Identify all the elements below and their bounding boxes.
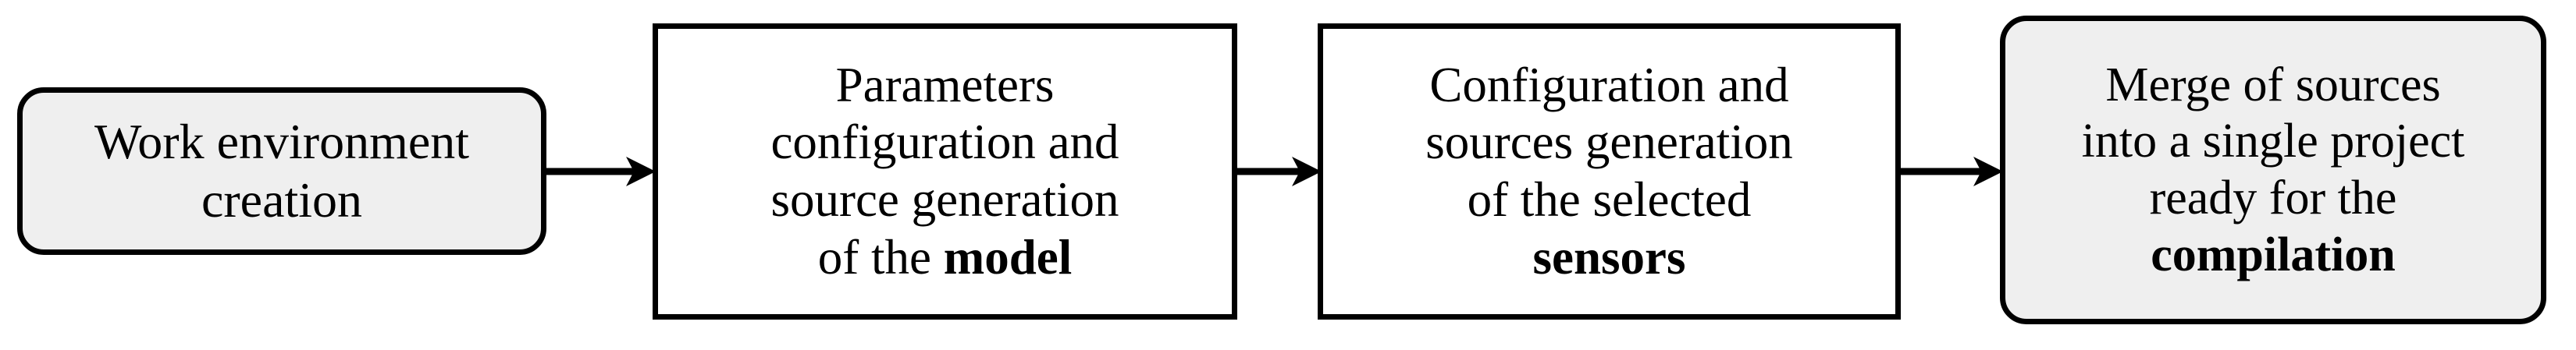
flow-node-line: source generation [770, 172, 1119, 227]
flow-node-line: Merge of sources [2105, 58, 2441, 111]
connector-arrow-model-to-sensors [1236, 148, 1322, 195]
flow-node-line: of the selected [1467, 172, 1752, 227]
flow-node-emphasis: sensors [1532, 229, 1686, 285]
arrow-right-icon [545, 157, 656, 186]
flow-node-line: Parameters [835, 57, 1055, 112]
arrow-right-icon [1899, 157, 2003, 186]
flow-node-line: of the [817, 229, 944, 285]
flow-node-line: into a single project [2081, 115, 2465, 168]
flow-node-line: Work environment [94, 113, 470, 169]
flow-node-emphasis: model [943, 229, 1073, 285]
connector-arrow-work-env-to-model [545, 148, 656, 195]
flow-node-line: ready for the [2149, 171, 2397, 224]
flow-node-line: configuration and [770, 115, 1119, 170]
flow-node-line: Configuration and [1429, 57, 1789, 112]
flow-node-line: creation [201, 171, 363, 228]
connector-arrow-sensors-to-merge [1899, 148, 2003, 195]
flow-node-line: sources generation [1425, 115, 1793, 170]
flow-node-emphasis: compilation [2151, 228, 2396, 281]
arrow-right-icon [1236, 157, 1322, 186]
